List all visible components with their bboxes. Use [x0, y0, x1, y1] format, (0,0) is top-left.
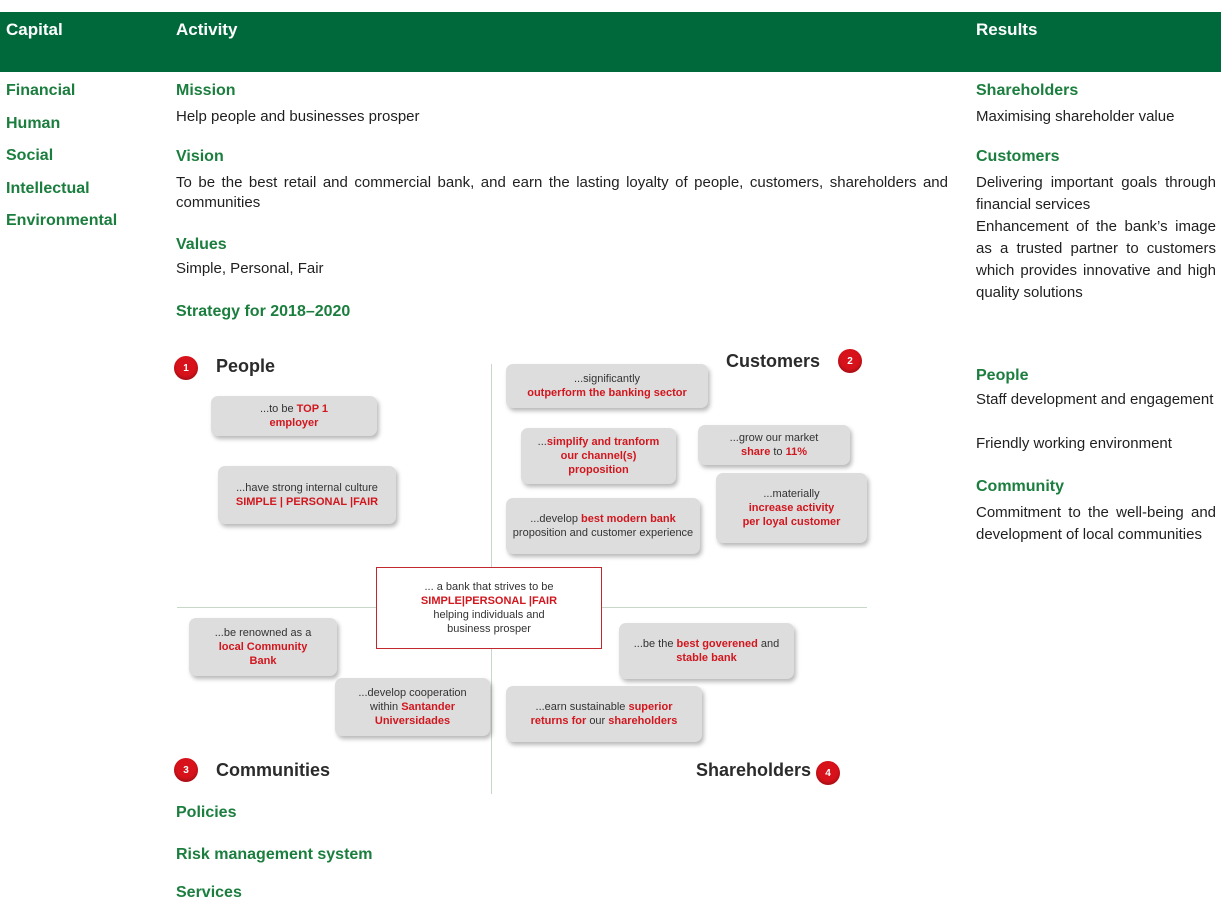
results-community-text: Commitment to the well-being and develop…: [976, 504, 1216, 543]
shareholders-quadrant-label: Shareholders: [696, 760, 812, 780]
goal-increase-activity: ...materially increase activity per loya…: [716, 473, 867, 543]
goal-best-governed: ...be the best goverened and stable bank: [619, 623, 794, 679]
vision-title: Vision: [176, 148, 224, 165]
services-title: Services: [176, 884, 242, 901]
results-shareholders-text: Maximising shareholder value: [976, 108, 1175, 125]
risk-management-title: Risk management system: [176, 846, 373, 863]
goal-modern-bank: ...develop best modern bank proposition …: [506, 498, 700, 554]
capital-human: Human: [6, 115, 61, 132]
results-customers-title: Customers: [976, 148, 1060, 165]
results-customers-text-2: Enhancement of the bank’s image as a tru…: [976, 218, 1216, 301]
header-bar: Capital Activity Results: [0, 12, 1221, 72]
capital-financial: Financial: [6, 82, 76, 99]
strategy-title: Strategy for 2018–2020: [176, 303, 351, 320]
header-activity: Activity: [176, 20, 238, 39]
header-results: Results: [976, 20, 1038, 39]
communities-quadrant-label: Communities: [216, 760, 331, 780]
goal-simplify-channels: ...simplify and tranform our channel(s) …: [521, 428, 676, 484]
shareholders-number-badge: 4: [816, 761, 840, 785]
people-number-badge: 1: [174, 356, 198, 380]
goal-superior-returns: ...earn sustainable superior returns for…: [506, 686, 702, 742]
capital-intellectual: Intellectual: [6, 180, 90, 197]
values-title: Values: [176, 236, 227, 253]
results-people-title: People: [976, 367, 1029, 384]
header-capital: Capital: [6, 20, 63, 39]
goal-top1-employer: ...to be TOP 1 employer: [211, 396, 377, 436]
goal-outperform-sector: ...significantly outperform the banking …: [506, 364, 708, 408]
results-shareholders-title: Shareholders: [976, 82, 1079, 99]
goal-internal-culture: ...have strong internal culture SIMPLE |…: [218, 466, 396, 524]
results-people-text-1: Staff development and engagement: [976, 391, 1214, 408]
customers-number-badge: 2: [838, 349, 862, 373]
customers-quadrant-label: Customers: [726, 351, 821, 371]
strategy-diagram: 1 People Customers 2 3 Communities Share…: [165, 348, 878, 794]
goal-santander-universidades: ...develop cooperation within Santander …: [335, 678, 490, 736]
mission-text: Help people and businesses prosper: [176, 108, 420, 125]
vision-text: To be the best retail and commercial ban…: [176, 174, 948, 211]
capital-environmental: Environmental: [6, 212, 118, 229]
values-text: Simple, Personal, Fair: [176, 260, 324, 277]
people-quadrant-label: People: [216, 356, 276, 376]
goal-community-bank: ...be renowned as a local Community Bank: [189, 618, 337, 676]
mission-title: Mission: [176, 82, 236, 99]
results-customers-text-1: Delivering important goals through finan…: [976, 174, 1216, 213]
policies-title: Policies: [176, 804, 237, 821]
results-people-text-2: Friendly working environment: [976, 435, 1172, 452]
capital-social: Social: [6, 147, 54, 164]
center-statement-box: ... a bank that strives to be SIMPLE|PER…: [376, 567, 602, 649]
results-community-title: Community: [976, 478, 1064, 495]
goal-market-share: ...grow our market share to 11%: [698, 425, 850, 465]
communities-number-badge: 3: [174, 758, 198, 782]
